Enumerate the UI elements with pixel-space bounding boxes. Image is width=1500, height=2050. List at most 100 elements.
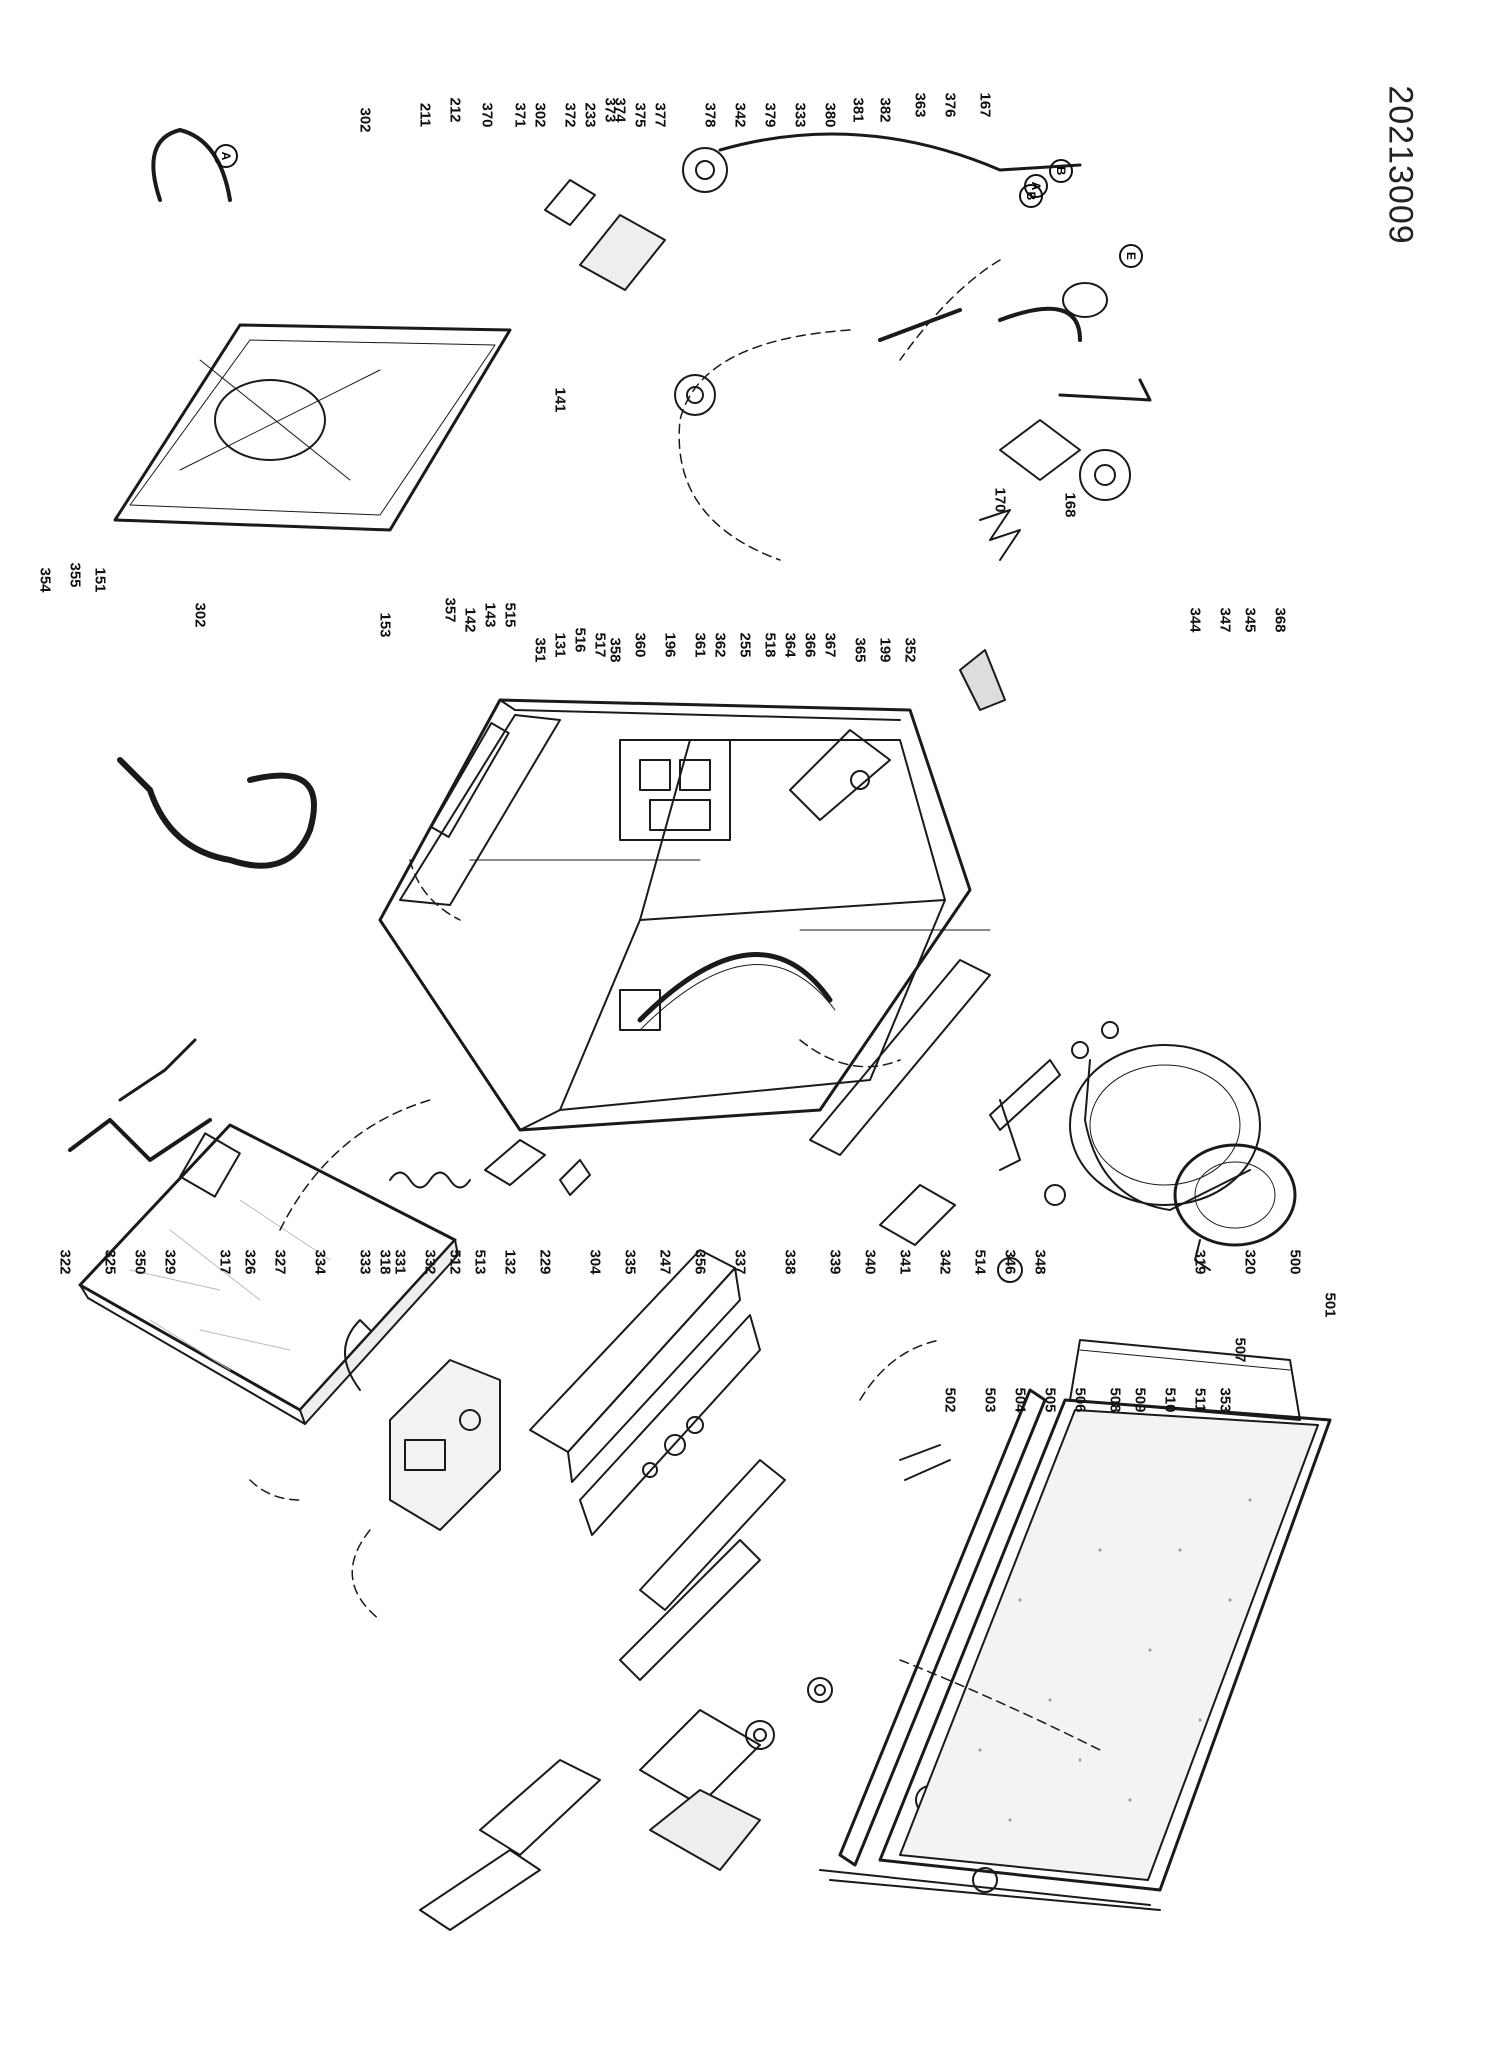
part-number-label: 358: [606, 637, 624, 663]
part-number-label: 374: [611, 97, 629, 123]
document-code: 20213009: [1381, 85, 1420, 245]
part-number-label: 350: [131, 1249, 149, 1275]
part-number-label: 514: [971, 1249, 989, 1275]
part-number-label: 347: [1216, 607, 1234, 633]
part-number-label: 518: [761, 632, 779, 658]
part-number-label: 379: [761, 102, 779, 128]
part-number-label: 372: [561, 102, 579, 128]
part-number-label: 504: [1011, 1387, 1029, 1413]
part-number-label: 509: [1131, 1387, 1149, 1413]
part-number-label: 302: [531, 102, 549, 128]
part-number-label: 346: [1001, 1249, 1019, 1275]
part-number-label: 380: [821, 102, 839, 128]
part-number-label: 355: [66, 562, 84, 588]
spring-bracket: [389, 1139, 591, 1196]
part-number-label: 342: [936, 1249, 954, 1275]
heater-element: [68, 1038, 241, 1198]
part-number-label: 352: [901, 637, 919, 663]
part-number-label: 508: [1106, 1387, 1124, 1413]
part-number-label: 339: [826, 1249, 844, 1275]
part-number-label: 199: [876, 637, 894, 663]
part-number-label: 212: [446, 97, 464, 123]
part-number-label: 326: [241, 1249, 259, 1275]
part-number-label: 131: [551, 632, 569, 658]
part-number-label: 168: [1061, 492, 1079, 518]
part-number-label: 368: [1271, 607, 1289, 633]
part-number-label: 363: [911, 92, 929, 118]
part-number-label: 327: [271, 1249, 289, 1275]
part-number-label: 255: [736, 632, 754, 658]
part-number-label: 506: [1071, 1387, 1089, 1413]
cabinet-body: [378, 698, 991, 1156]
part-number-label: 196: [661, 632, 679, 658]
part-number-label: 211: [416, 102, 434, 128]
callout-circle: B: [1049, 159, 1073, 183]
callout-circle: A: [214, 144, 238, 168]
part-number-label: 320: [1241, 1249, 1259, 1275]
part-number-label: 375: [631, 102, 649, 128]
part-number-label: 170: [991, 487, 1009, 513]
hinge-parts: [879, 1059, 1066, 1283]
part-number-label: 143: [481, 602, 499, 628]
door-assembly: [819, 1339, 1332, 1911]
part-number-label: 515: [501, 602, 519, 628]
part-number-label: 342: [731, 102, 749, 128]
part-number-label: 317: [216, 1249, 234, 1275]
part-number-label: 351: [531, 637, 549, 663]
callout-circle: A: [1024, 174, 1048, 198]
part-number-label: 345: [1241, 607, 1259, 633]
lid-panel: [113, 323, 512, 532]
part-number-label: 340: [861, 1249, 879, 1275]
part-number-label: 332: [421, 1249, 439, 1275]
part-number-label: 334: [311, 1249, 329, 1275]
assembly-lines: [249, 259, 1101, 1751]
part-number-label: 360: [631, 632, 649, 658]
part-number-label: 302: [191, 602, 209, 628]
timer-unit: [344, 1319, 501, 1531]
part-number-label: 502: [941, 1387, 959, 1413]
part-number-label: 365: [851, 637, 869, 663]
part-number-label: 338: [781, 1249, 799, 1275]
top-panel: [78, 1123, 459, 1425]
part-number-label: 322: [56, 1249, 74, 1275]
part-number-label: 329: [161, 1249, 179, 1275]
part-number-label: 337: [731, 1249, 749, 1275]
part-number-label: 318: [376, 1249, 394, 1275]
part-number-label: 500: [1286, 1249, 1304, 1275]
part-number-label: 167: [976, 92, 994, 118]
part-number-label: 376: [941, 92, 959, 118]
part-number-label: 507: [1231, 1337, 1249, 1363]
part-number-label: 381: [849, 97, 867, 123]
part-number-label: 362: [711, 632, 729, 658]
part-number-label: 142: [461, 607, 479, 633]
part-number-label: 247: [656, 1249, 674, 1275]
dispenser-drawer: [419, 1709, 761, 1931]
part-number-label: 325: [101, 1249, 119, 1275]
part-number-label: 366: [801, 632, 819, 658]
part-number-label: 229: [536, 1249, 554, 1275]
control-panel: [529, 1249, 786, 1681]
part-number-label: 371: [511, 102, 529, 128]
part-number-label: 357: [441, 597, 459, 623]
motor-unit: [544, 147, 1152, 561]
callout-circle: E: [1119, 244, 1143, 268]
part-number-label: 353: [1216, 1387, 1234, 1413]
part-number-label: 511: [1191, 1387, 1209, 1413]
part-number-label: 141: [551, 387, 569, 413]
part-number-label: 370: [478, 102, 496, 128]
part-number-label: 151: [91, 567, 109, 593]
part-number-label: 364: [781, 632, 799, 658]
part-number-label: 501: [1321, 1292, 1339, 1318]
part-number-label: 153: [376, 612, 394, 638]
part-number-label: 341: [896, 1249, 914, 1275]
part-number-label: 513: [471, 1249, 489, 1275]
part-number-label: 354: [36, 567, 54, 593]
part-number-label: 516: [571, 627, 589, 653]
part-number-label: 335: [621, 1249, 639, 1275]
part-number-label: 367: [821, 632, 839, 658]
part-number-label: 331: [391, 1249, 409, 1275]
tub-assembly: [1069, 1021, 1297, 1271]
part-number-label: 510: [1161, 1387, 1179, 1413]
